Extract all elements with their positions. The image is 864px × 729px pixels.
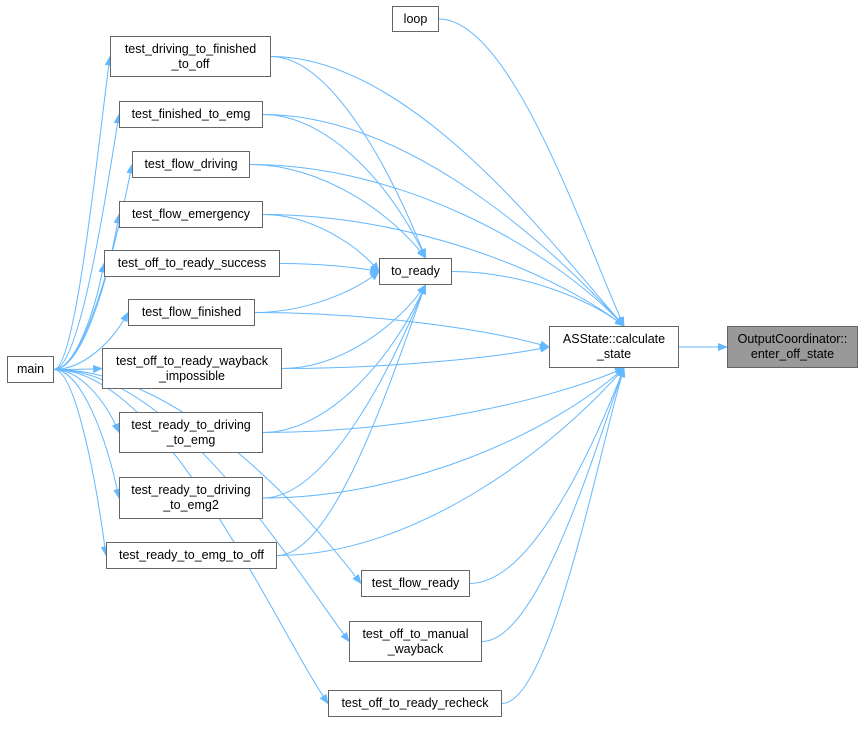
edge-main-to-test-finished-to-emg [53, 113, 122, 370]
node-label: test_off_to_ready_success [117, 256, 267, 270]
node-label-line-1: OutputCoordinator:: [737, 332, 848, 346]
node-test-ready-to-driving-to-emg2[interactable]: test_ready_to_driving _to_emg2 [119, 477, 263, 519]
edge-test-driving-to-finished-to-off-to-asstate-calculate-state [270, 56, 625, 327]
edge-main-to-test-ready-to-emg-to-off [53, 369, 109, 557]
edge-test-off-to-ready-wayback-impossible-to-asstate-calculate-state [281, 344, 550, 369]
node-label-line-1: test_off_to_ready_wayback [116, 353, 268, 368]
node-label: test_off_to_ready_recheck [341, 696, 489, 710]
edge-test-off-to-ready-recheck-to-asstate-calculate-state [501, 367, 626, 704]
node-test-ready-to-driving-to-emg[interactable]: test_ready_to_driving _to_emg [119, 412, 263, 453]
node-asstate-calculate-state[interactable]: ASState::calculate _state [549, 326, 679, 368]
edge-test-flow-finished-to-asstate-calculate-state [254, 312, 550, 349]
edge-test-flow-finished-to-to-ready [254, 270, 380, 313]
edge-test-finished-to-emg-to-asstate-calculate-state [262, 114, 625, 327]
node-test-off-to-ready-success[interactable]: test_off_to_ready_success [104, 250, 280, 277]
edge-main-to-test-flow-finished [53, 311, 129, 370]
edge-to-ready-to-asstate-calculate-state [451, 271, 625, 327]
node-label: test_flow_ready [371, 576, 460, 590]
node-label: test_finished_to_emg [131, 107, 251, 121]
node-test-flow-finished[interactable]: test_flow_finished [128, 299, 255, 326]
node-label: test_flow_finished [141, 305, 242, 319]
edge-test-ready-to-driving-to-emg-to-asstate-calculate-state [262, 367, 625, 433]
edge-main-to-test-ready-to-driving-to-emg2 [53, 369, 122, 499]
edge-test-ready-to-emg-to-off-to-asstate-calculate-state [276, 367, 625, 556]
node-output-coordinator-enter-off-state[interactable]: OutputCoordinator:: enter_off_state [727, 326, 858, 368]
node-test-ready-to-emg-to-off[interactable]: test_ready_to_emg_to_off [106, 542, 277, 569]
edge-test-ready-to-driving-to-emg-to-to-ready [262, 284, 426, 433]
edge-test-finished-to-emg-to-to-ready [262, 114, 426, 259]
node-loop[interactable]: loop [392, 6, 439, 32]
node-label-line-1: test_ready_to_driving [131, 483, 251, 497]
node-test-flow-ready[interactable]: test_flow_ready [361, 570, 470, 597]
node-label: loop [403, 11, 428, 26]
edge-test-driving-to-finished-to-off-to-to-ready [270, 56, 426, 259]
node-test-flow-driving[interactable]: test_flow_driving [132, 151, 250, 178]
edge-test-flow-ready-to-asstate-calculate-state [469, 367, 625, 584]
node-test-driving-to-finished-to-off[interactable]: test_driving_to_finished _to_off [110, 36, 271, 77]
node-label-line-1: test_ready_to_driving [131, 417, 251, 432]
node-label: to_ready [391, 264, 440, 278]
edge-test-ready-to-emg-to-off-to-to-ready [276, 284, 427, 556]
node-to-ready[interactable]: to_ready [379, 258, 452, 285]
node-test-off-to-ready-recheck[interactable]: test_off_to_ready_recheck [328, 690, 502, 717]
edge-test-flow-driving-to-asstate-calculate-state [249, 164, 625, 327]
node-label: test_flow_driving [144, 157, 238, 171]
edge-test-flow-emergency-to-asstate-calculate-state [262, 214, 625, 327]
edge-test-flow-emergency-to-to-ready [262, 214, 380, 273]
node-label-line-2: _to_emg [166, 432, 216, 447]
node-label: test_flow_emergency [131, 207, 251, 221]
edge-test-off-to-manual-wayback-to-asstate-calculate-state [481, 367, 625, 642]
node-label-line-2: _to_emg2 [163, 498, 219, 512]
edge-main-to-test-ready-to-driving-to-emg [53, 369, 120, 434]
node-label-line-1: test_off_to_manual [362, 626, 469, 641]
edge-test-flow-driving-to-to-ready [249, 164, 427, 259]
edge-loop-to-asstate-calculate-state [438, 18, 625, 327]
node-test-off-to-manual-wayback[interactable]: test_off_to_manual _wayback [349, 621, 482, 662]
node-label: test_ready_to_emg_to_off [118, 548, 264, 562]
node-label-line-1: ASState::calculate [562, 332, 666, 346]
node-label-line-1: test_driving_to_finished [124, 41, 257, 56]
node-test-off-to-ready-wayback-impossible[interactable]: test_off_to_ready_wayback _impossible [102, 348, 282, 389]
node-label: main [16, 362, 45, 376]
node-label-line-2: _to_off [171, 56, 210, 71]
edge-test-off-to-ready-success-to-to-ready [279, 263, 380, 274]
node-test-finished-to-emg[interactable]: test_finished_to_emg [119, 101, 263, 128]
node-label-line-2: _wayback [387, 641, 444, 656]
node-label-line-2: _impossible [158, 368, 225, 383]
node-label-line-2: enter_off_state [750, 347, 835, 361]
node-label-line-2: _state [596, 347, 632, 361]
edge-test-ready-to-driving-to-emg2-to-to-ready [262, 284, 426, 499]
edge-test-ready-to-driving-to-emg2-to-asstate-calculate-state [262, 367, 625, 499]
edge-main-to-test-driving-to-finished-to-off [53, 55, 113, 370]
node-main[interactable]: main [7, 356, 54, 383]
node-test-flow-emergency[interactable]: test_flow_emergency [119, 201, 263, 228]
edge-main-to-test-off-to-ready-success [53, 262, 107, 370]
edge-test-off-to-ready-wayback-impossible-to-to-ready [281, 284, 427, 369]
